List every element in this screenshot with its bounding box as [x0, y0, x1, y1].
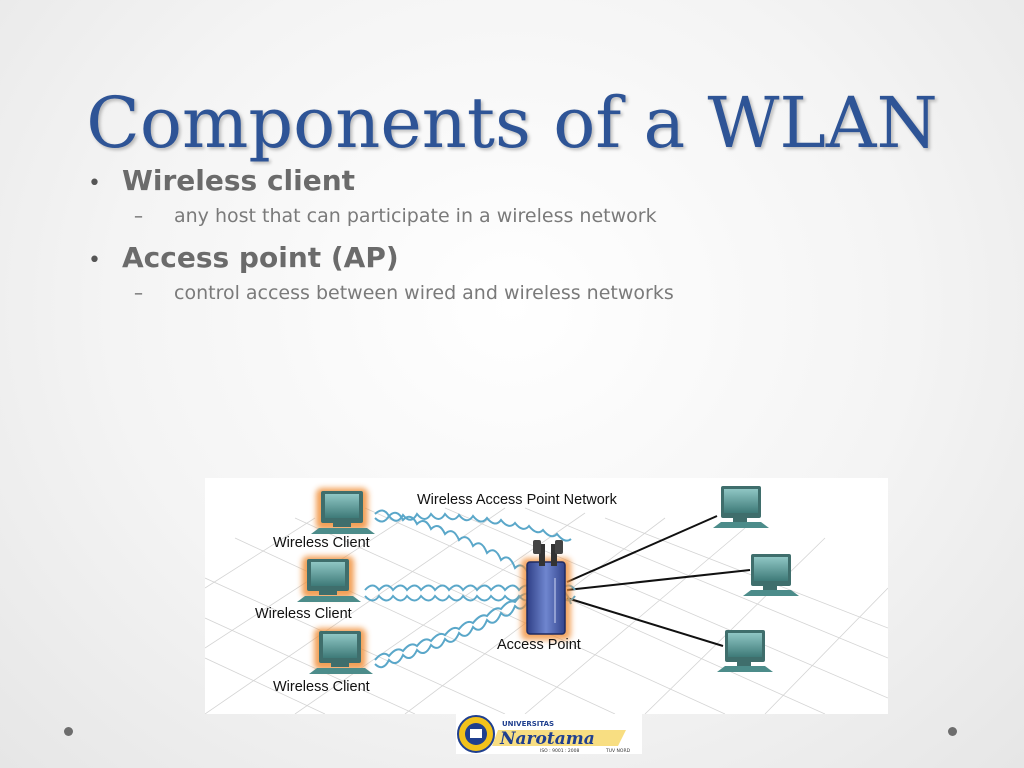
- access-point-label: Access Point: [497, 637, 581, 653]
- wireless-client-2-icon: [297, 556, 361, 602]
- logo-name: Narotama: [499, 729, 595, 749]
- wireless-client-3-icon: [309, 628, 373, 674]
- wired-links: [566, 515, 751, 647]
- sub-bullet-marker: –: [134, 283, 143, 304]
- wireless-client-label: Wireless Client: [273, 679, 370, 695]
- university-logo: UNIVERSITAS Narotama ISO : 9001 : 2008 T…: [456, 714, 642, 754]
- sub-bullet-marker: –: [134, 206, 143, 227]
- sub-bullet-item: – control access between wired and wirel…: [134, 282, 968, 304]
- bullet-text: Access point (AP): [122, 241, 399, 274]
- slide-title: Components of a WLAN: [86, 82, 938, 164]
- wireless-client-label: Wireless Client: [255, 606, 352, 622]
- wireless-client-label: Wireless Client: [273, 535, 370, 551]
- logo-iso: ISO : 9001 : 2008: [540, 748, 580, 754]
- logo-line1: UNIVERSITAS: [502, 720, 554, 728]
- wired-host-1-icon: [713, 486, 769, 528]
- sub-bullet-item: – any host that can participate in a wir…: [134, 205, 968, 227]
- wired-host-2-icon: [743, 554, 799, 596]
- wired-host-3-icon: [717, 630, 773, 672]
- wlan-diagram-graphic: [205, 486, 888, 714]
- bullet-list: • Wireless client – any host that can pa…: [88, 164, 968, 318]
- bullet-item: • Wireless client: [88, 164, 968, 197]
- bullet-text: Wireless client: [122, 164, 356, 197]
- wlan-diagram: Wireless Access Point Network Wireless C…: [205, 478, 888, 714]
- sub-bullet-text: control access between wired and wireles…: [174, 282, 674, 304]
- slide-nav-dot-left: [64, 727, 73, 736]
- bullet-marker: •: [88, 248, 101, 273]
- slide-nav-dot-right: [948, 727, 957, 736]
- bullet-item: • Access point (AP): [88, 241, 968, 274]
- sub-bullet-text: any host that can participate in a wirel…: [174, 205, 657, 227]
- bullet-marker: •: [88, 171, 101, 196]
- logo-cert: TUV NORD: [605, 748, 631, 754]
- access-point-icon: [521, 540, 571, 640]
- wireless-client-1-icon: [311, 488, 375, 534]
- university-logo-graphic: UNIVERSITAS Narotama ISO : 9001 : 2008 T…: [456, 714, 642, 754]
- diagram-heading: Wireless Access Point Network: [417, 492, 617, 508]
